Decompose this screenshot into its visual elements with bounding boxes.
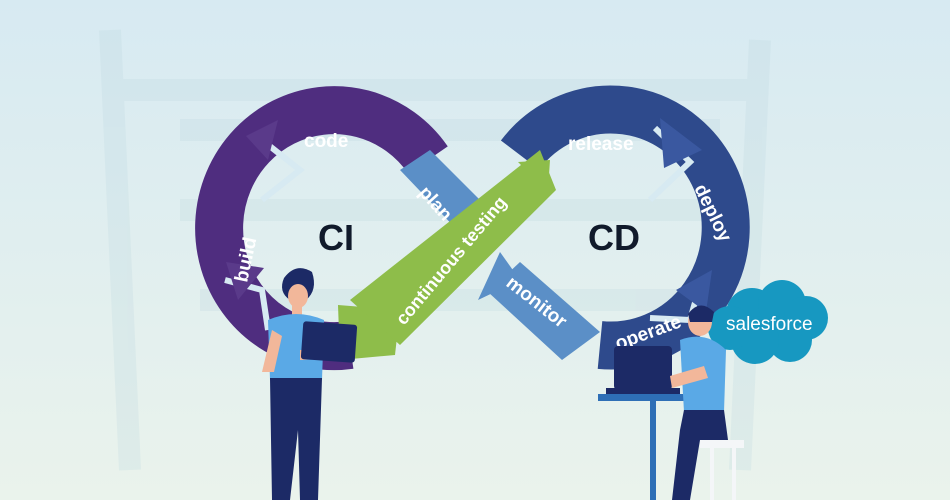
cd-loop	[500, 85, 750, 370]
monitor-arrow-head	[478, 252, 520, 300]
ci-arrow-head	[226, 262, 264, 300]
ci-arrow-notch	[260, 137, 305, 203]
cd-arrow-head	[676, 270, 712, 312]
cd-ring-arc	[500, 85, 750, 370]
ci-arrow-head	[246, 120, 278, 160]
ci-label: CI	[318, 217, 354, 258]
monitor-band	[488, 262, 600, 360]
stage-label-code: code	[304, 131, 348, 152]
cd-label: CD	[588, 217, 640, 258]
cd-arrow-head	[660, 118, 702, 168]
salesforce-logo-text: salesforce	[726, 314, 813, 335]
salesforce-logo: salesforce	[708, 280, 828, 364]
person-man-with-laptop	[598, 305, 744, 500]
person-woman-with-tablet	[262, 268, 358, 500]
stage-label-release: release	[568, 134, 634, 155]
